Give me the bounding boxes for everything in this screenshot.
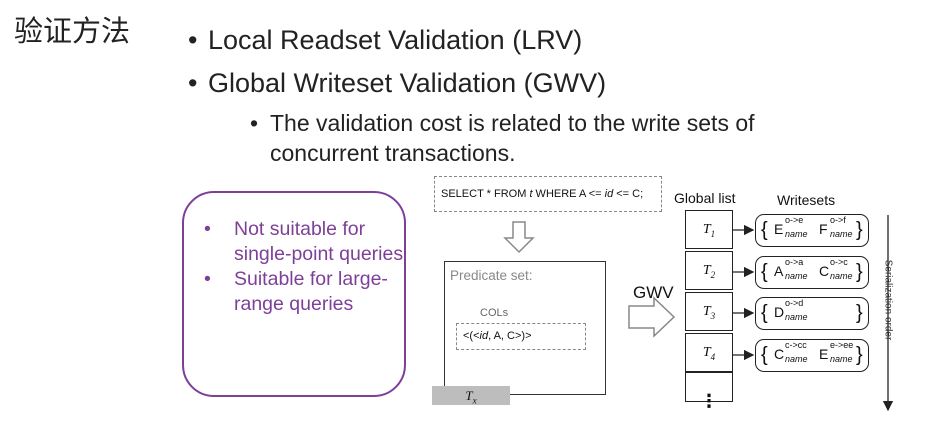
note-bullet: • <box>204 218 211 240</box>
item-letter: D <box>774 304 785 320</box>
gwv-label: GWV <box>633 283 674 302</box>
item-sub: name <box>785 354 808 364</box>
bullet-dot: • <box>188 25 198 55</box>
bullet-lrv: • Local Readset Validation (LRV) <box>188 25 583 56</box>
entry-sub: 4 <box>710 351 716 362</box>
brace-open: { <box>761 219 768 241</box>
bullet-dot: • <box>188 68 198 98</box>
predicate-set-box <box>444 261 606 395</box>
global-list-entry-empty <box>685 372 733 402</box>
sql-table-name: t <box>529 188 533 200</box>
item-sub: name <box>785 229 808 239</box>
sql-part: SELECT * FROM <box>441 188 530 200</box>
item-letter: E <box>774 221 784 237</box>
sql-part: WHERE A <= <box>532 188 605 200</box>
item-letter: C <box>819 263 830 279</box>
global-list-entry: T3 <box>685 292 733 331</box>
cols-entry-id: id <box>479 330 489 342</box>
brace-close: } <box>856 302 863 324</box>
item-sup: c->cc <box>785 340 807 350</box>
global-list-entry: T2 <box>685 251 733 290</box>
applicability-note: • Not suitable for single-point queries •… <box>182 191 406 397</box>
brace-close: } <box>856 344 863 366</box>
sub-bullet-dot: • <box>250 110 259 136</box>
cols-entry-part: , A, C>)> <box>488 330 532 342</box>
note-item-text: Suitable for large-range queries <box>234 268 388 315</box>
bullet-gwv-text: Global Writeset Validation (GWV) <box>208 68 607 98</box>
cols-entry-part: <(< <box>463 330 480 342</box>
global-list-entry: T1 <box>685 210 733 249</box>
item-sup: o->c <box>830 257 848 267</box>
item-letter: E <box>819 346 829 362</box>
down-arrow <box>503 221 535 254</box>
item-sub: name <box>830 229 853 239</box>
note-item: • Not suitable for single-point queries <box>204 217 404 267</box>
cols-entry: <(<id, A, C>)> <box>456 323 586 350</box>
item-sub: name <box>830 271 853 281</box>
entry-base: T <box>702 304 711 319</box>
right-arrow <box>628 296 676 338</box>
entry-base: T <box>702 222 711 237</box>
tx-base: T <box>465 388 473 403</box>
sub-bullet-text: The validation cost is related to the wr… <box>270 110 755 166</box>
brace-open: { <box>761 261 768 283</box>
item-letter: C <box>774 346 785 362</box>
brace-close: } <box>856 261 863 283</box>
tx-sub: x <box>472 395 477 406</box>
note-bullet: • <box>204 268 211 290</box>
item-sup: e->ee <box>830 340 854 350</box>
item-sup: o->f <box>830 215 846 225</box>
serialization-order-label: Serialization order <box>882 259 894 341</box>
entry-sub: 1 <box>710 228 716 239</box>
writesets-label: Writesets <box>777 192 836 208</box>
entry-sub: 3 <box>710 310 716 321</box>
global-list-ellipsis: ⋮ <box>700 391 718 412</box>
note-item-text: Not suitable for single-point queries <box>234 218 404 265</box>
sub-bullet: • The validation cost is related to the … <box>250 108 860 168</box>
tx-label: Tx <box>432 386 510 406</box>
sql-column-name: id <box>604 188 614 200</box>
item-sub: name <box>785 312 808 322</box>
global-list-entry: T4 <box>685 333 733 372</box>
note-item: • Suitable for large-range queries <box>204 267 404 317</box>
entry-base: T <box>702 345 711 360</box>
predicate-set-title: Predicate set: <box>450 268 533 283</box>
brace-open: { <box>761 302 768 324</box>
global-list-label: Global list <box>674 190 736 206</box>
entry-base: T <box>702 263 711 278</box>
sql-query-box: SELECT * FROM t WHERE A <= id <= C; <box>434 176 662 212</box>
item-letter: A <box>774 263 784 279</box>
item-sup: o->a <box>785 257 804 267</box>
brace-open: { <box>761 344 768 366</box>
brace-close: } <box>856 219 863 241</box>
bullet-gwv: • Global Writeset Validation (GWV) <box>188 68 607 99</box>
item-letter: F <box>819 221 828 237</box>
item-sub: name <box>830 354 853 364</box>
sql-part: <= C; <box>613 188 644 200</box>
bullet-lrv-text: Local Readset Validation (LRV) <box>208 25 583 55</box>
entry-sub: 2 <box>710 269 716 280</box>
item-sup: o->e <box>785 215 804 225</box>
item-sub: name <box>785 271 808 281</box>
item-sup: o->d <box>785 298 804 308</box>
cols-label: COLs <box>480 307 509 319</box>
page-title: 验证方法 <box>14 14 131 48</box>
